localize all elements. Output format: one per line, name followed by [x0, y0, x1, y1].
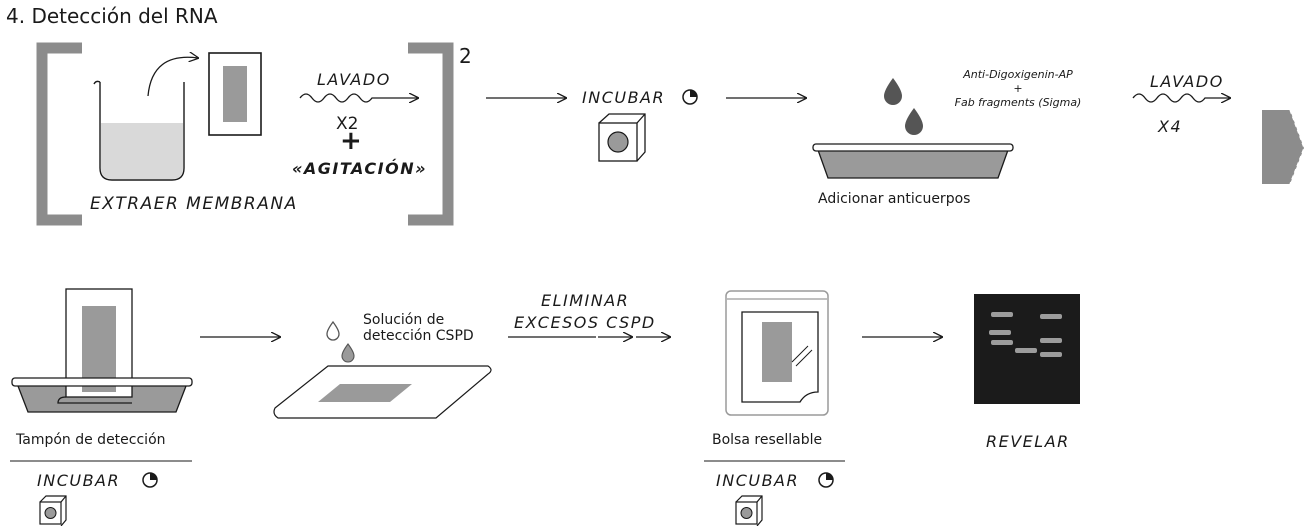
incubate-label-3: INCUBAR: [716, 471, 800, 490]
wash-times-2: X4: [1158, 117, 1183, 136]
continue-chevron-icon: [1262, 109, 1304, 185]
bracket-exponent: 2: [459, 44, 472, 68]
detection-tray-icon: [11, 288, 193, 413]
cspd-sheet-icon: [273, 365, 492, 419]
page-title: 4. Detección del RNA: [6, 4, 218, 28]
beaker-icon: [93, 80, 185, 181]
drop-2: [905, 108, 923, 135]
cspd-drop-2: [341, 343, 355, 363]
incubator-cube-icon-2: [39, 495, 67, 526]
add-antibodies-caption: Adicionar anticuerpos: [818, 191, 971, 207]
cspd-solution-line1: Solución de: [363, 312, 445, 328]
plus-sign: +: [340, 126, 362, 156]
wash-label-2: LAVADO: [1150, 72, 1224, 91]
detection-buffer-caption: Tampón de detección: [16, 432, 166, 448]
incubate-label: INCUBAR: [582, 88, 666, 107]
membrane-icon: [208, 52, 262, 136]
extract-membrane-label: EXTRAER MEMBRANA: [90, 194, 298, 214]
incubator-cube-icon-3: [735, 495, 763, 526]
wash-wavy-arrow-1: [299, 94, 418, 102]
agitation-label: «AGITACIÓN»: [292, 159, 428, 178]
cspd-drop-1: [326, 320, 340, 341]
resealable-bag-icon: [725, 290, 829, 416]
wash-wavy-arrow-2: [1132, 94, 1230, 102]
wash-label-1: LAVADO: [317, 70, 391, 89]
antibody-name: Anti-Digoxigenin-AP: [963, 68, 1073, 81]
incubate-label-2: INCUBAR: [37, 471, 121, 490]
transfer-arrow: [147, 57, 198, 97]
gel-film-icon: [974, 294, 1080, 404]
remove-excess-line1: ELIMINAR: [541, 291, 630, 310]
antibody-plus: +: [1013, 82, 1023, 95]
drop-1: [884, 78, 902, 105]
remove-excess-line2: EXCESOS CSPD: [514, 313, 656, 332]
antibody-tray-icon: [812, 143, 1014, 179]
timer-icon-2: [142, 472, 158, 488]
reveal-label: REVELAR: [986, 432, 1070, 451]
wash-times-1: X2: [336, 114, 359, 134]
incubator-cube-icon: [598, 113, 646, 162]
timer-icon: [682, 89, 698, 105]
fab-fragments: Fab fragments (Sigma): [954, 96, 1082, 109]
cspd-solution-line2: detección CSPD: [363, 328, 474, 344]
timer-icon-3: [818, 472, 834, 488]
left-bracket: [36, 42, 82, 226]
right-bracket: [408, 42, 454, 226]
resealable-bag-caption: Bolsa resellable: [712, 432, 823, 448]
